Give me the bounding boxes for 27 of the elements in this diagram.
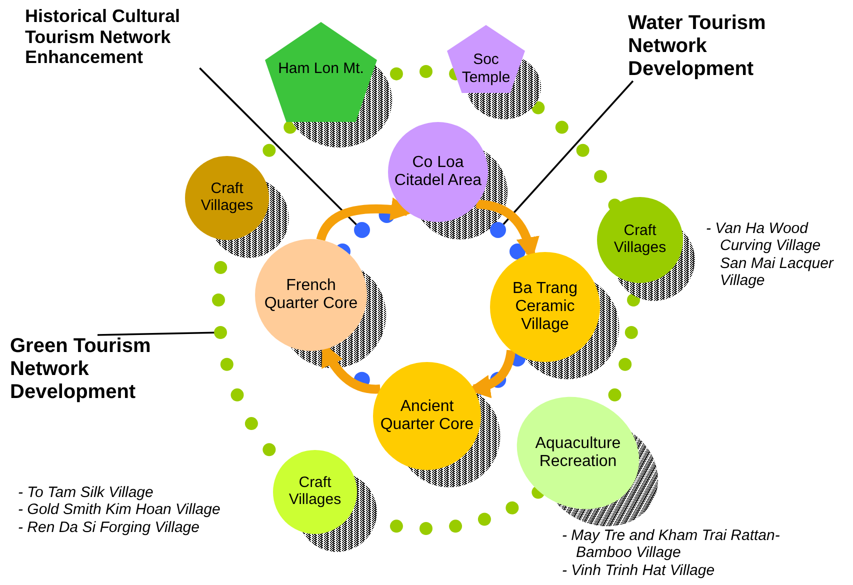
dot-marker	[354, 222, 370, 238]
leader-line	[199, 67, 357, 226]
place-label: Craft Villages	[288, 474, 342, 508]
heading-text: Green Tourism Network Development	[10, 335, 185, 404]
heading-text: Water Tourism Network Development	[628, 12, 793, 81]
village-list-item: - To Tam Silk Village	[18, 484, 154, 501]
dot-marker	[490, 222, 506, 238]
place-label: Ancient Quarter Core	[380, 398, 474, 433]
dot-marker	[214, 326, 228, 340]
place-circle	[597, 197, 683, 283]
village-list-item: - Vinh Trinh Hat Village	[562, 562, 715, 578]
heading-text: Historical Cultural Tourism Network Enhancement	[25, 6, 207, 68]
village-list-item: - Gold Smith Kim Hoan Village	[18, 501, 220, 518]
place-circle	[255, 239, 367, 351]
village-list-item: - Ren Da Si Forging Village	[18, 518, 200, 536]
place-label: Ba Trang Ceramic Village	[512, 280, 578, 333]
place-label: Craft Villages	[614, 222, 666, 256]
place-label: Aquaculture Recreation	[535, 435, 621, 470]
leader-line	[97, 332, 214, 336]
place-label: Co Loa Citadel Area	[394, 154, 482, 189]
village-list-item: - May Tre and Kham Trai Rattan-Bamboo Village	[562, 527, 780, 562]
place-label: Ham Lon Mt.	[278, 60, 364, 77]
leader-line	[502, 80, 634, 225]
place-label: Craft Villages	[200, 180, 254, 214]
place-label: Soc Temple	[462, 50, 510, 86]
place-label: French Quarter Core	[264, 277, 358, 312]
village-list-item: - Van Ha Wood Curving Village San Mai Lacquer Village	[706, 220, 834, 289]
